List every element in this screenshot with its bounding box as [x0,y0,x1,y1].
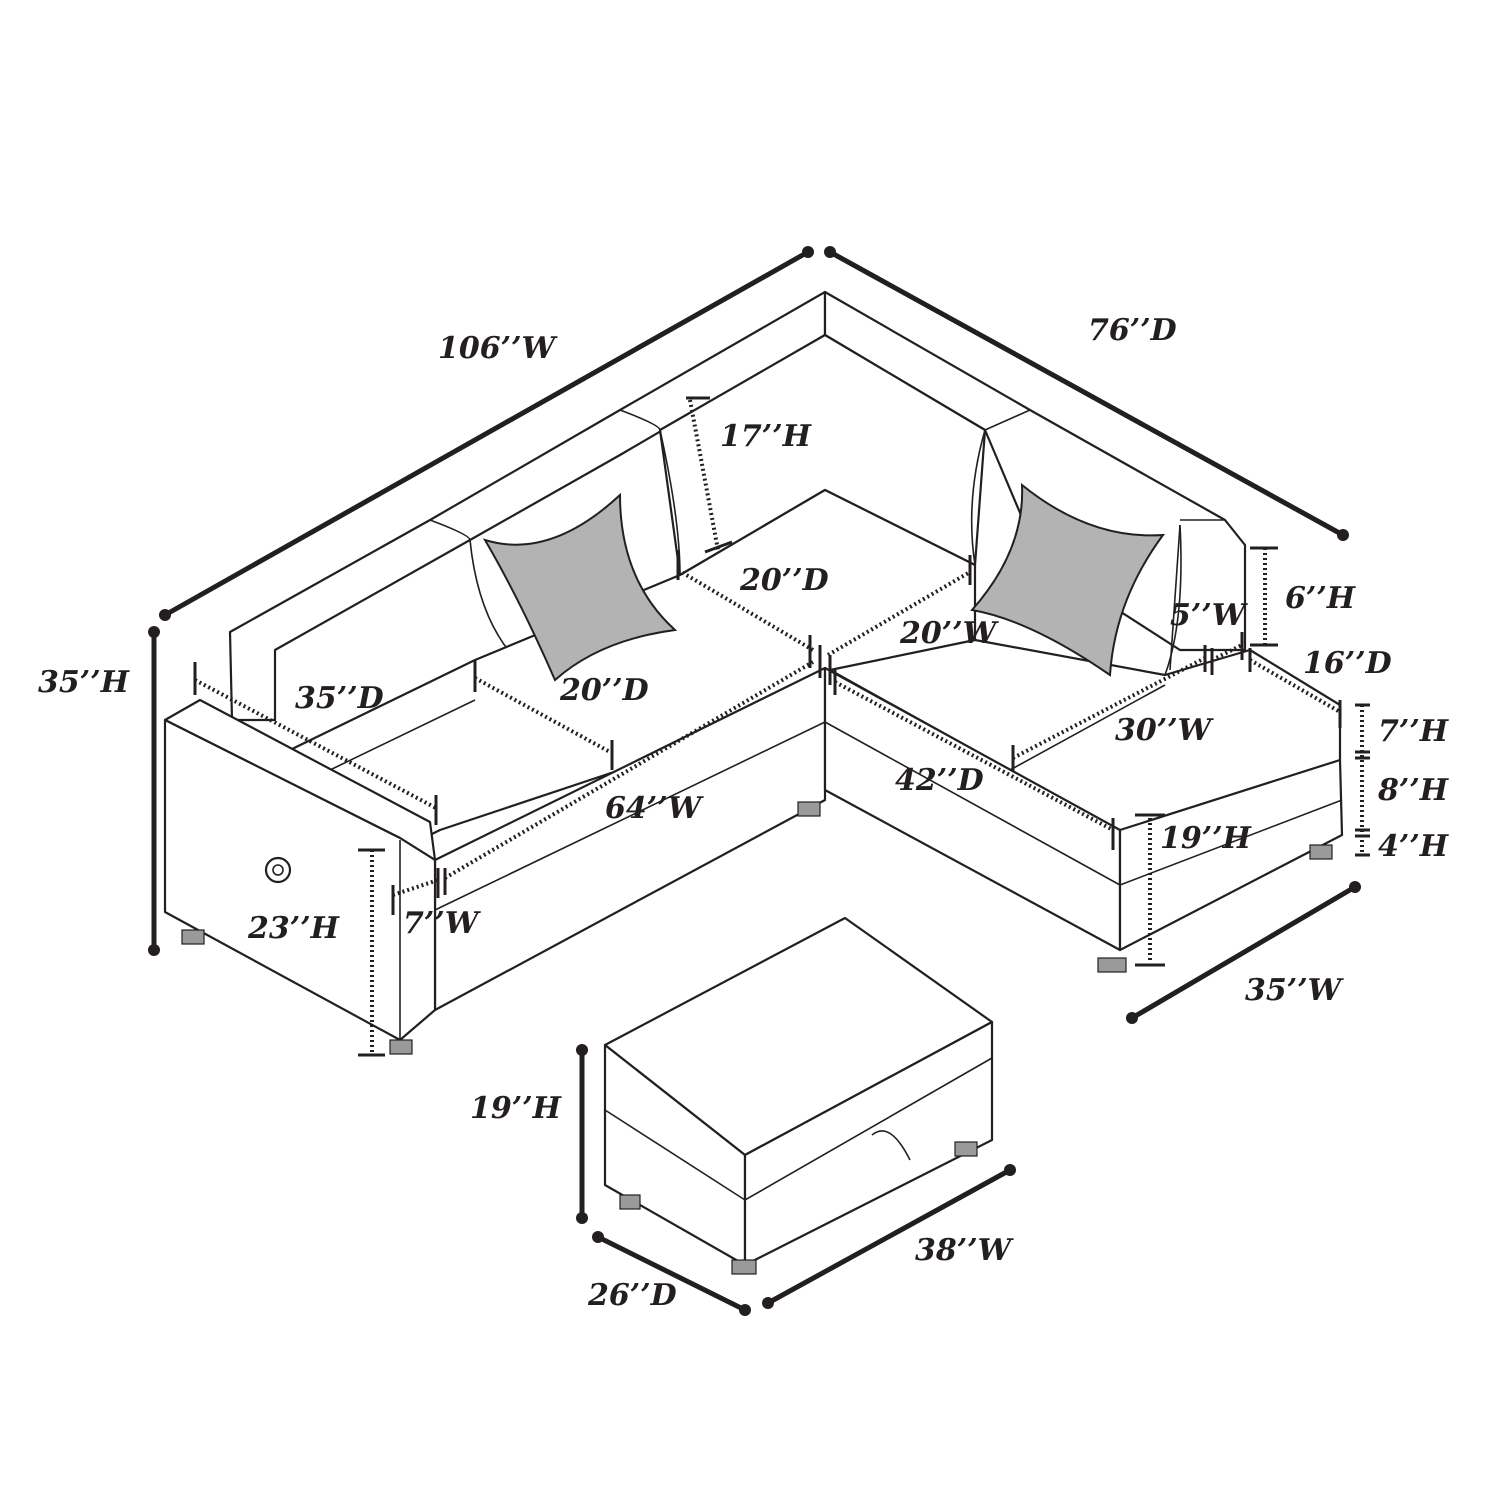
label-cushion-height: 7’’H [1378,714,1450,749]
ottoman-handle-icon [871,1130,911,1161]
label-seat-height: 19’’H [1160,821,1253,856]
dimension-labels: 106’’W 76’’D 35’’H 17’’H 20’’D 20’’W 35’… [38,313,1450,1313]
label-overall-depth: 76’’D [1088,313,1177,348]
label-overall-width: 106’’W [438,331,559,366]
dimension-lines [148,246,1370,1316]
label-chaise-arm-depth: 16’’D [1303,646,1392,681]
label-left-seat-width: 64’’W [605,791,705,826]
foot [731,1259,757,1275]
label-ottoman-depth: 26’’D [587,1278,677,1313]
label-base-height: 8’’H [1377,773,1450,808]
ottoman-side [743,1020,994,1267]
label-arm-height: 23’’H [247,911,341,946]
label-left-seat-depth: 35’’D [295,681,384,716]
label-chaise-width: 35’’W [1245,973,1345,1008]
label-leg-height: 4’’H [1378,829,1450,864]
foot [1309,844,1333,860]
left-backrest [228,290,827,722]
label-arm-width: 7’’W [403,906,482,941]
right-pillow [970,482,1166,677]
label-back-height: 17’’H [720,419,813,454]
foot [619,1194,641,1210]
foot [954,1141,978,1157]
sectional-sofa [163,290,1344,1275]
left-arm-front [163,718,437,1042]
left-pillow [482,492,678,682]
foot [797,801,821,817]
chaise-end-face [1118,758,1344,952]
label-ottoman-width: 38’’W [915,1233,1015,1268]
label-corner-seat-depth: 20’’D [739,563,829,598]
foot [1097,957,1127,973]
label-chaise-arm-height: 6’’H [1285,581,1357,616]
usb-port-icon [264,856,292,884]
label-overall-height: 35’’H [38,665,131,700]
foot [389,1039,413,1055]
label-ottoman-height: 19’’H [470,1091,563,1126]
label-left-cushion-depth: 20’’D [559,673,649,708]
label-chaise-arm-width: 5’’W [1170,598,1249,633]
label-corner-seat-width: 20’’W [899,616,1000,651]
label-chaise-depth: 42’’D [895,763,984,798]
label-chaise-seat-width: 30’’W [1115,713,1215,748]
foot [181,929,205,945]
